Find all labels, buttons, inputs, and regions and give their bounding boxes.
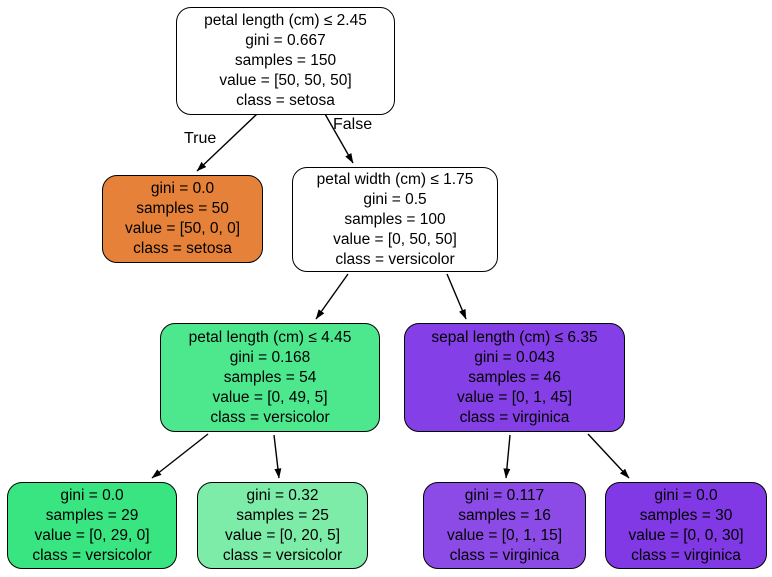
node-gini: gini = 0.32 bbox=[246, 486, 319, 504]
node-gini: gini = 0.168 bbox=[229, 348, 311, 366]
edge-petal-width-to-sepal-length-split bbox=[446, 273, 467, 320]
edge-petal-width-to-petal-length-split bbox=[315, 273, 349, 320]
tree-node-petal-width-split: petal width (cm) ≤ 1.75 gini = 0.5 sampl… bbox=[292, 167, 498, 272]
edge-sepal-length-to-virginica-pure-leaf bbox=[587, 433, 630, 479]
tree-node-petal-length-split: petal length (cm) ≤ 4.45 gini = 0.168 sa… bbox=[160, 323, 380, 432]
node-split-condition: sepal length (cm) ≤ 6.35 bbox=[431, 328, 598, 346]
node-value: value = [50, 50, 50] bbox=[219, 72, 352, 89]
node-samples: samples = 54 bbox=[223, 368, 317, 386]
edge-petal-length-to-versicolor-mixed-leaf bbox=[273, 434, 282, 479]
tree-node-sepal-length-split: sepal length (cm) ≤ 6.35 gini = 0.043 sa… bbox=[404, 323, 625, 432]
node-value: value = [50, 0, 0] bbox=[124, 220, 241, 237]
node-gini: gini = 0.043 bbox=[474, 348, 555, 366]
node-split-condition: petal length (cm) ≤ 4.45 bbox=[188, 328, 352, 346]
node-value: value = [0, 1, 45] bbox=[456, 388, 573, 406]
edge-label-true: True bbox=[184, 130, 217, 147]
node-gini: gini = 0.5 bbox=[363, 190, 427, 208]
node-value: value = [0, 20, 5] bbox=[224, 526, 341, 544]
node-samples: samples = 25 bbox=[236, 506, 329, 524]
node-samples: samples = 150 bbox=[234, 52, 337, 69]
node-samples: samples = 29 bbox=[45, 506, 139, 524]
edge-sepal-length-to-virginica-mixed-leaf bbox=[503, 434, 511, 479]
tree-node-root: petal length (cm) ≤ 2.45 gini = 0.667 sa… bbox=[176, 7, 395, 115]
edge-petal-length-to-versicolor-pure-leaf bbox=[151, 433, 209, 479]
node-class: class = setosa bbox=[133, 240, 232, 257]
node-class: class = setosa bbox=[236, 92, 335, 109]
node-split-condition: petal length (cm) ≤ 2.45 bbox=[204, 12, 367, 29]
node-value: value = [0, 29, 0] bbox=[34, 526, 150, 544]
tree-node-setosa-leaf: gini = 0.0 samples = 50 value = [50, 0, … bbox=[102, 175, 263, 263]
node-gini: gini = 0.667 bbox=[245, 32, 326, 49]
node-class: class = versicolor bbox=[335, 250, 455, 268]
node-gini: gini = 0.0 bbox=[60, 486, 124, 504]
node-value: value = [0, 1, 15] bbox=[446, 526, 563, 544]
node-gini: gini = 0.117 bbox=[464, 486, 545, 504]
edge-root-to-setosa-leaf bbox=[196, 113, 258, 172]
edge-label-false: False bbox=[333, 116, 373, 133]
tree-node-versicolor-pure-leaf: gini = 0.0 samples = 29 value = [0, 29, … bbox=[7, 482, 177, 569]
tree-node-versicolor-mixed-leaf: gini = 0.32 samples = 25 value = [0, 20,… bbox=[197, 482, 368, 569]
node-samples: samples = 100 bbox=[344, 210, 446, 228]
node-gini: gini = 0.0 bbox=[150, 180, 215, 197]
edge-root-to-petal-width-split bbox=[324, 113, 354, 164]
tree-node-virginica-mixed-leaf: gini = 0.117 samples = 16 value = [0, 1,… bbox=[423, 482, 586, 569]
node-samples: samples = 30 bbox=[639, 506, 733, 524]
node-value: value = [0, 49, 5] bbox=[212, 388, 328, 406]
node-samples: samples = 50 bbox=[136, 200, 229, 217]
node-class: class = virginica bbox=[459, 408, 570, 426]
node-class: class = versicolor bbox=[222, 546, 343, 564]
node-split-condition: petal width (cm) ≤ 1.75 bbox=[316, 170, 474, 188]
node-samples: samples = 16 bbox=[458, 506, 551, 524]
node-gini: gini = 0.0 bbox=[654, 486, 718, 504]
node-samples: samples = 46 bbox=[468, 368, 561, 386]
node-value: value = [0, 0, 30] bbox=[628, 526, 744, 544]
tree-node-virginica-pure-leaf: gini = 0.0 samples = 30 value = [0, 0, 3… bbox=[605, 482, 767, 569]
node-class: class = versicolor bbox=[32, 546, 152, 564]
node-class: class = versicolor bbox=[210, 408, 330, 426]
node-value: value = [0, 50, 50] bbox=[333, 230, 457, 248]
node-class: class = virginica bbox=[449, 546, 560, 564]
node-class: class = virginica bbox=[631, 546, 741, 564]
